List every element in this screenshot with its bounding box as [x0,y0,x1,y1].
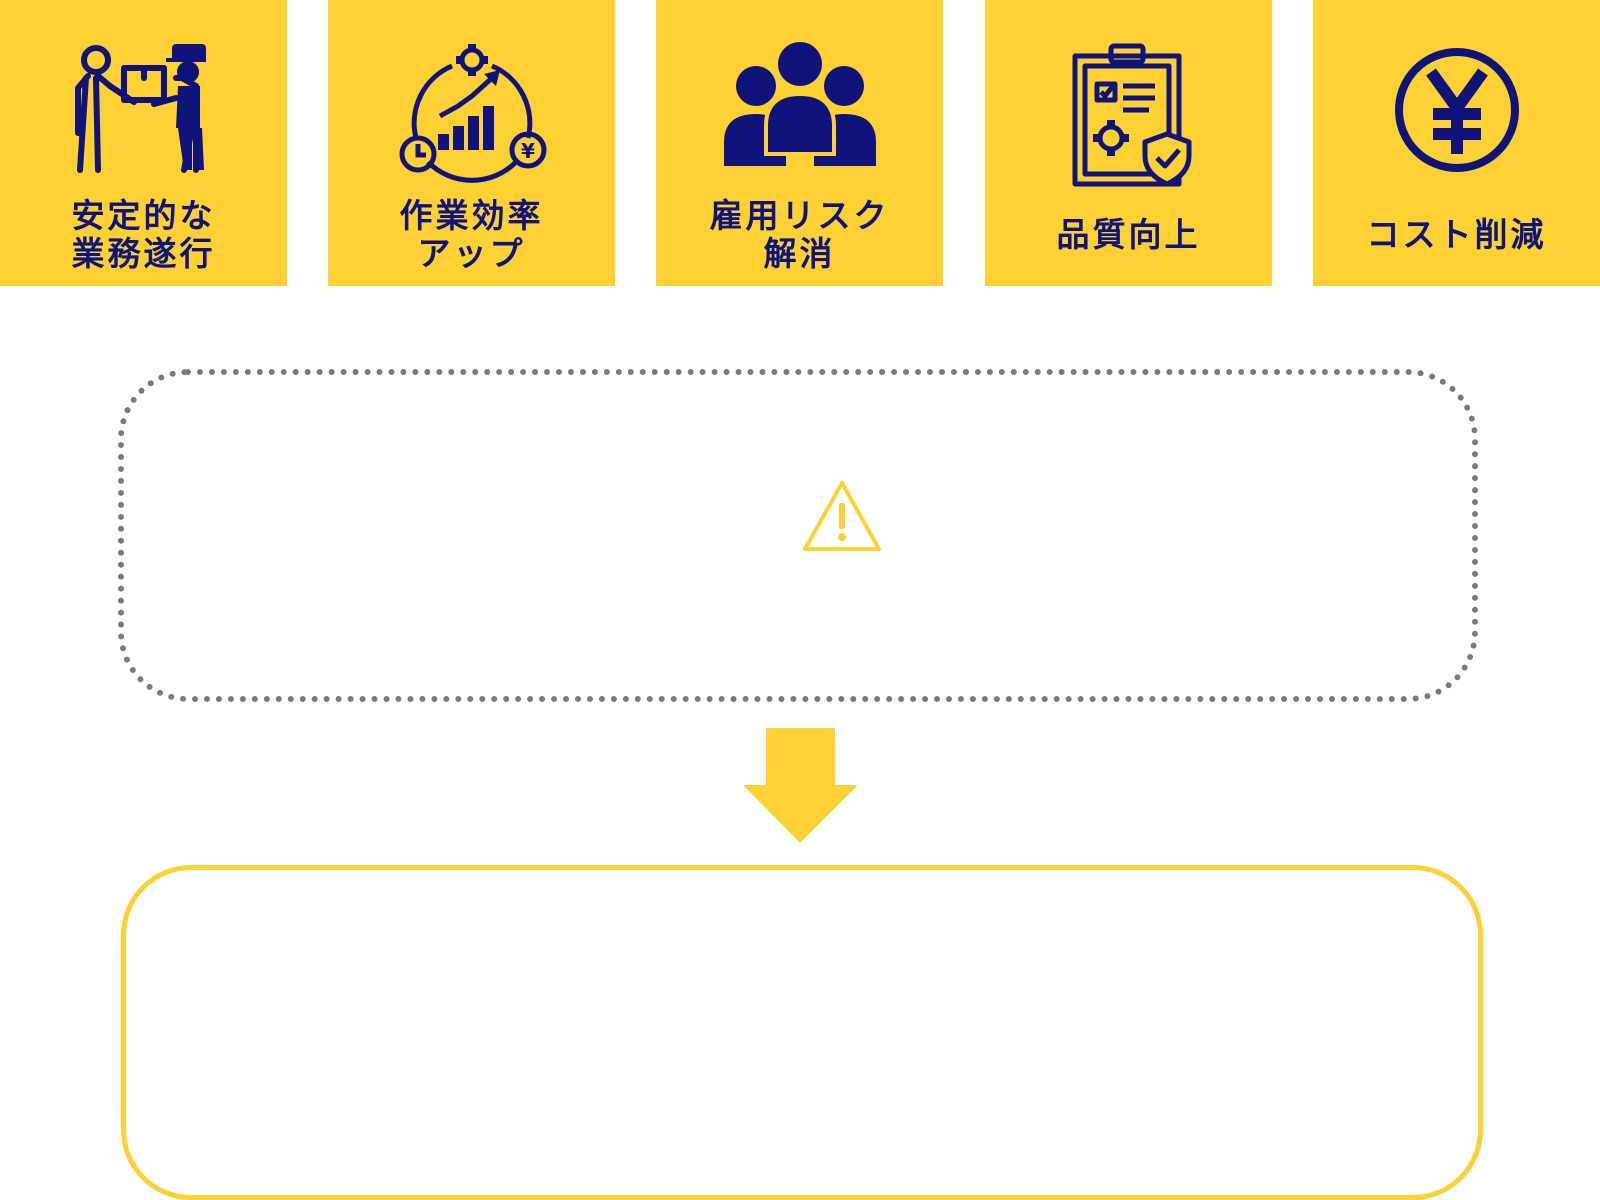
warning-panel [118,369,1478,702]
efficiency-cycle-icon: ¥ [392,38,552,188]
benefit-tile-stable-operation: 安定的な 業務遂行 [0,0,287,286]
benefit-tile-quality: 品質向上 [985,0,1272,286]
people-group-icon [720,38,880,188]
delivery-handover-icon [64,38,224,188]
benefit-label: 品質向上 [1056,215,1201,254]
yen-coin-icon [1377,38,1537,188]
benefit-label: 安定的な 業務遂行 [71,196,216,273]
benefit-label: 雇用リスク 解消 [709,196,890,273]
result-panel [121,865,1483,1200]
down-arrow-icon [743,728,858,843]
warning-triangle-icon [801,479,883,553]
benefit-tile-employment-risk: 雇用リスク 解消 [656,0,943,286]
benefit-tile-efficiency: ¥ 作業効率 アップ [328,0,615,286]
benefit-label: 作業効率 アップ [399,196,544,273]
svg-text:¥: ¥ [521,139,535,163]
clipboard-shield-icon [1049,38,1209,188]
benefit-label: コスト削減 [1366,215,1547,254]
benefit-tile-cost-reduction: コスト削減 [1313,0,1600,286]
